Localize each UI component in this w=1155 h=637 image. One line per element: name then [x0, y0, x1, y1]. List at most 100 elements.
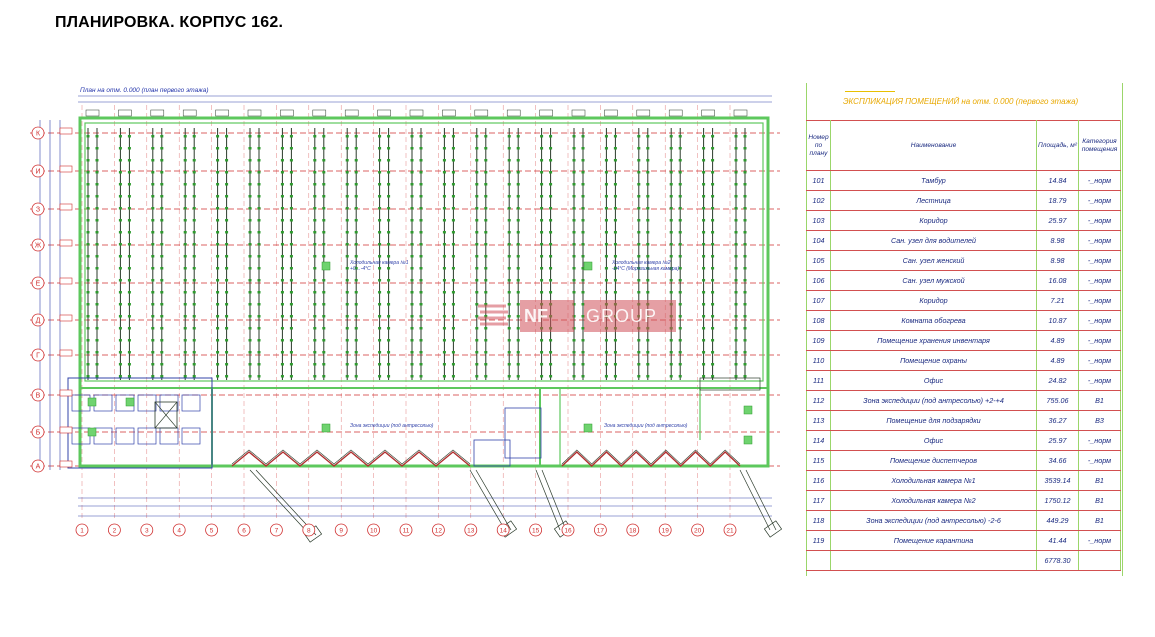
rack-tick [151, 171, 155, 174]
rack-tick [118, 375, 122, 378]
axis-col-label: 12 [435, 528, 443, 535]
rack-tick [507, 135, 511, 138]
rack-tick [419, 255, 423, 258]
rack-tick [248, 351, 252, 354]
rack-tick [387, 339, 391, 342]
rack-tick [484, 375, 488, 378]
rack-tick [225, 171, 229, 174]
rack-tick [322, 303, 326, 306]
explication-total-empty [1078, 550, 1121, 571]
rack-tick [127, 171, 131, 174]
room-marker [321, 423, 331, 433]
rack-tick [711, 351, 715, 354]
rack-tick [743, 183, 747, 186]
rack-tick [183, 327, 187, 330]
rack-tick [248, 291, 252, 294]
rack-tick [451, 291, 455, 294]
rack-tick [248, 267, 252, 270]
rack-tick [95, 207, 99, 210]
rack-tick [540, 351, 544, 354]
rack-tick [322, 351, 326, 354]
rack-tick [289, 135, 293, 138]
rack-tick [225, 267, 229, 270]
rack-tick [225, 351, 229, 354]
rack-tick [86, 375, 90, 378]
rack-tick [451, 303, 455, 306]
rack-tick [345, 255, 349, 258]
axis-col-label: 7 [275, 528, 279, 535]
rack-tick [378, 195, 382, 198]
rack-tick [516, 291, 520, 294]
rack-tick [289, 351, 293, 354]
rack-tick [734, 363, 738, 366]
rack-tick [678, 279, 682, 282]
rack-tick [669, 291, 673, 294]
rack-tick [216, 303, 220, 306]
rack-tick [711, 135, 715, 138]
rack-tick [678, 315, 682, 318]
rack-tick [516, 351, 520, 354]
rack-tick [160, 195, 164, 198]
rack-tick [345, 363, 349, 366]
rack-tick [183, 351, 187, 354]
rack-tick [702, 303, 706, 306]
rack-tick [604, 243, 608, 246]
rack-tick [192, 303, 196, 306]
rack-tick [484, 279, 488, 282]
rack-tick [118, 267, 122, 270]
rack-tick [678, 159, 682, 162]
rack-tick [280, 339, 284, 342]
rack-tick [378, 291, 382, 294]
rack-tick [451, 171, 455, 174]
rack-tick [484, 291, 488, 294]
rack-tick [192, 231, 196, 234]
rack-tick [387, 363, 391, 366]
rack-tick [451, 327, 455, 330]
rack-tick [637, 291, 641, 294]
rack-tick [475, 183, 479, 186]
rack-tick [442, 147, 446, 150]
rack-tick [345, 315, 349, 318]
rack-tick [410, 219, 414, 222]
rack-tick [183, 255, 187, 258]
rack-tick [345, 219, 349, 222]
rack-tick [354, 195, 358, 198]
rack-tick [613, 231, 617, 234]
rack-tick [322, 363, 326, 366]
rack-tick [637, 147, 641, 150]
rack-tick [743, 195, 747, 198]
rack-tick [484, 183, 488, 186]
rack-tick [345, 135, 349, 138]
rack-tick [289, 183, 293, 186]
rack-tick [507, 207, 511, 210]
rack-tick [354, 243, 358, 246]
rack-tick [183, 363, 187, 366]
rack-tick [484, 147, 488, 150]
rack-tick [387, 351, 391, 354]
rack-tick [475, 315, 479, 318]
axis-col-label: 19 [662, 528, 670, 535]
cell-name: Помещение карантина [830, 530, 1037, 551]
rack-tick [118, 243, 122, 246]
rack-tick [160, 207, 164, 210]
room-marker [743, 405, 753, 415]
rack-tick [743, 207, 747, 210]
rack-tick [257, 243, 261, 246]
rack-tick [410, 291, 414, 294]
rack-tick [540, 243, 544, 246]
office-room [181, 394, 201, 412]
cell-name: Офис [830, 430, 1037, 451]
rack-tick [646, 279, 650, 282]
rack-tick [248, 375, 252, 378]
rack-tick [637, 195, 641, 198]
rack-tick [475, 195, 479, 198]
rack-tick [183, 195, 187, 198]
rack-tick [549, 363, 553, 366]
rack-tick [637, 375, 641, 378]
rack-tick [345, 327, 349, 330]
rack-tick [572, 243, 576, 246]
rack-tick [442, 375, 446, 378]
cell-category: -_норм [1078, 450, 1121, 471]
rack-tick [313, 195, 317, 198]
